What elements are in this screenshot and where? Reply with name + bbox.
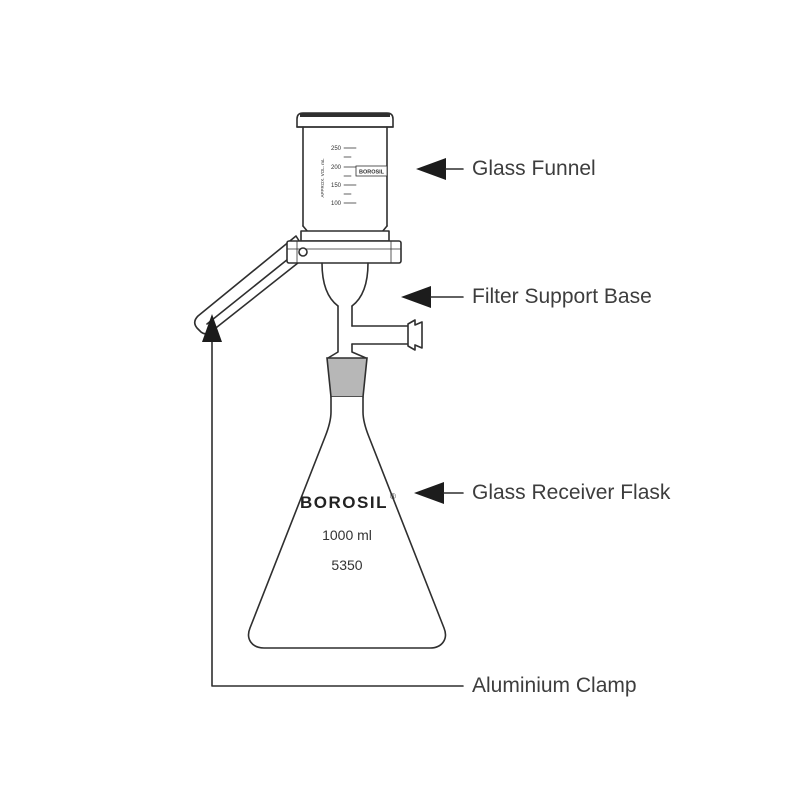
- flask-capacity-text: 1000 ml: [322, 527, 372, 543]
- funnel-brand-box: [355, 165, 388, 177]
- label-glass-receiver-flask: Glass Receiver Flask: [472, 481, 671, 504]
- funnel-scale-caption: APPROX. VOL. mL: [320, 158, 325, 198]
- graduation-150: 150: [331, 183, 342, 189]
- ground-joint-drawing: [326, 357, 368, 398]
- flask-brand-text: BOROSIL: [300, 493, 388, 512]
- graduation-200: 200: [331, 165, 342, 171]
- funnel-brand-text: BOROSIL: [359, 170, 385, 176]
- arrow-glass-receiver-flask: [414, 482, 464, 504]
- filter-support-base-drawing: [286, 230, 423, 398]
- arrow-glass-funnel: [416, 158, 464, 180]
- glass-funnel-drawing: 250 200 150 100 APPROX. VOL. mL BOROSIL: [296, 112, 394, 233]
- clamp-hinge-pin: [298, 247, 308, 257]
- funnel-graduations: 250 200 150 100 APPROX. VOL. mL: [320, 146, 357, 207]
- glass-receiver-flask-drawing: BOROSIL ® 1000 ml 5350: [247, 396, 447, 649]
- graduation-100: 100: [331, 201, 342, 207]
- vacuum-side-arm-drawing: [351, 319, 423, 351]
- graduation-250: 250: [331, 146, 342, 152]
- label-aluminium-clamp: Aluminium Clamp: [472, 674, 637, 697]
- label-filter-support-base: Filter Support Base: [472, 285, 652, 308]
- flask-model-text: 5350: [331, 557, 362, 573]
- callout-arrows: [202, 158, 464, 687]
- flask-registered-mark: ®: [390, 492, 396, 501]
- label-glass-funnel: Glass Funnel: [472, 157, 596, 180]
- arrow-filter-support-base: [401, 286, 464, 308]
- arrow-aluminium-clamp: [202, 314, 464, 687]
